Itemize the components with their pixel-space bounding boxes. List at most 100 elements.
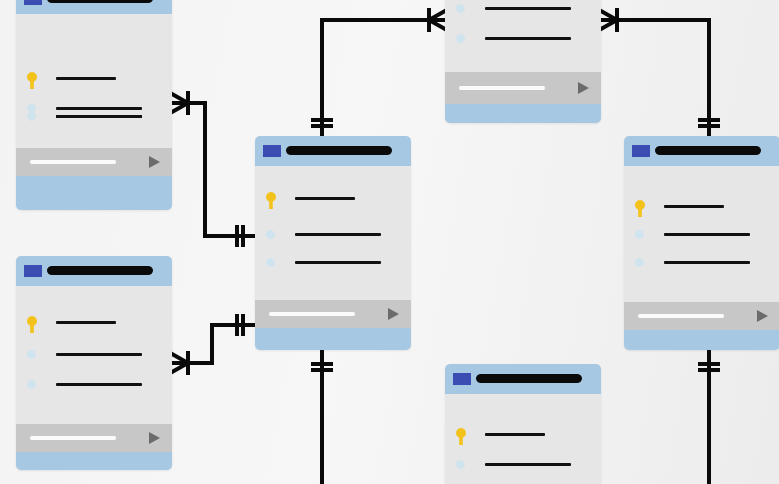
play-arrow-icon[interactable]: [388, 308, 399, 320]
field-row: [16, 110, 172, 122]
field-dot-icon: [27, 350, 36, 359]
table-header: [16, 256, 172, 286]
field-name-line: [664, 205, 724, 208]
field-name-line: [56, 107, 142, 110]
table-footer: [624, 302, 779, 330]
field-name-line: [56, 353, 142, 356]
connector-top-left-to-center: [170, 101, 257, 238]
table-right[interactable]: [624, 136, 779, 350]
field-dot-icon: [456, 460, 465, 469]
field-name-line: [664, 261, 750, 264]
field-name-line: [485, 433, 545, 436]
table-title-bar: [47, 266, 153, 275]
table-bottom-band: [445, 104, 601, 123]
key-icon: [634, 200, 646, 217]
table-icon: [24, 0, 42, 5]
table-header: [255, 136, 411, 166]
field-dot-icon: [635, 230, 644, 239]
table-header: [16, 0, 172, 14]
field-row: [24, 102, 164, 114]
field-dot-icon: [27, 104, 36, 113]
field-name-line: [295, 197, 355, 200]
field-row: [453, 32, 593, 44]
table-icon: [24, 265, 42, 277]
connector-top-center-to-right: [599, 18, 711, 138]
connector-mid-left-to-center: [170, 323, 257, 365]
table-header: [624, 136, 779, 166]
field-name-line: [56, 77, 116, 80]
field-name-line: [485, 7, 571, 10]
field-name-line: [485, 463, 571, 466]
field-dot-icon: [27, 112, 36, 121]
field-dot-icon: [266, 258, 275, 267]
table-title-bar: [476, 374, 582, 383]
field-row: [24, 378, 164, 390]
table-top-center[interactable]: [445, 0, 601, 123]
field-name-line: [664, 233, 750, 236]
field-dot-icon: [456, 34, 465, 43]
field-row: [24, 72, 164, 89]
field-dot-icon: [635, 258, 644, 267]
scroll-track: [269, 312, 355, 316]
table-title-bar: [655, 146, 761, 155]
field-dot-icon: [27, 380, 36, 389]
table-mid-left[interactable]: [16, 256, 172, 470]
field-name-line: [295, 233, 381, 236]
field-row: [453, 458, 593, 470]
table-fields: [255, 166, 411, 276]
field-name-line: [56, 115, 142, 118]
key-icon: [26, 72, 38, 89]
scroll-track: [30, 436, 116, 440]
crowsfoot-mid-left: [169, 351, 191, 366]
table-top-left[interactable]: [16, 0, 172, 210]
field-row: [632, 228, 772, 240]
table-bottom-band: [16, 176, 172, 210]
play-arrow-icon[interactable]: [149, 432, 160, 444]
key-icon: [26, 316, 38, 333]
scroll-track: [459, 86, 545, 90]
table-fields: [16, 286, 172, 396]
table-icon: [453, 373, 471, 385]
field-row: [263, 228, 403, 240]
table-fields: [624, 166, 779, 276]
scroll-track: [30, 160, 116, 164]
table-footer: [255, 300, 411, 328]
table-footer: [16, 148, 172, 176]
play-arrow-icon[interactable]: [578, 82, 589, 94]
field-dot-icon: [456, 4, 465, 13]
play-arrow-icon[interactable]: [757, 310, 768, 322]
crowsfoot-top-center-right: [598, 8, 620, 23]
field-row: [453, 2, 593, 14]
table-fields: [445, 0, 601, 72]
crowsfoot-top-center-left: [426, 8, 448, 23]
table-title-bar: [286, 146, 392, 155]
table-icon: [632, 145, 650, 157]
table-bottom-band: [16, 452, 172, 470]
table-center[interactable]: [255, 136, 411, 350]
field-row: [263, 256, 403, 268]
table-bottom-band: [255, 328, 411, 350]
table-icon: [263, 145, 281, 157]
scroll-track: [638, 314, 724, 318]
table-header: [445, 364, 601, 394]
field-name-line: [485, 37, 571, 40]
field-row: [24, 316, 164, 333]
field-row: [632, 256, 772, 268]
table-footer: [16, 424, 172, 452]
key-icon: [265, 192, 277, 209]
field-name-line: [56, 383, 142, 386]
table-fields: [445, 394, 601, 484]
field-row: [632, 200, 772, 217]
table-footer: [445, 72, 601, 104]
field-row: [453, 428, 593, 445]
field-name-line: [295, 261, 381, 264]
field-row: [24, 348, 164, 360]
connector-center-to-top-center: [320, 18, 447, 138]
field-name-line: [56, 321, 116, 324]
table-bottom-center[interactable]: [445, 364, 601, 484]
key-icon: [455, 428, 467, 445]
field-dot-icon: [266, 230, 275, 239]
table-fields: [16, 14, 172, 124]
play-arrow-icon[interactable]: [149, 156, 160, 168]
